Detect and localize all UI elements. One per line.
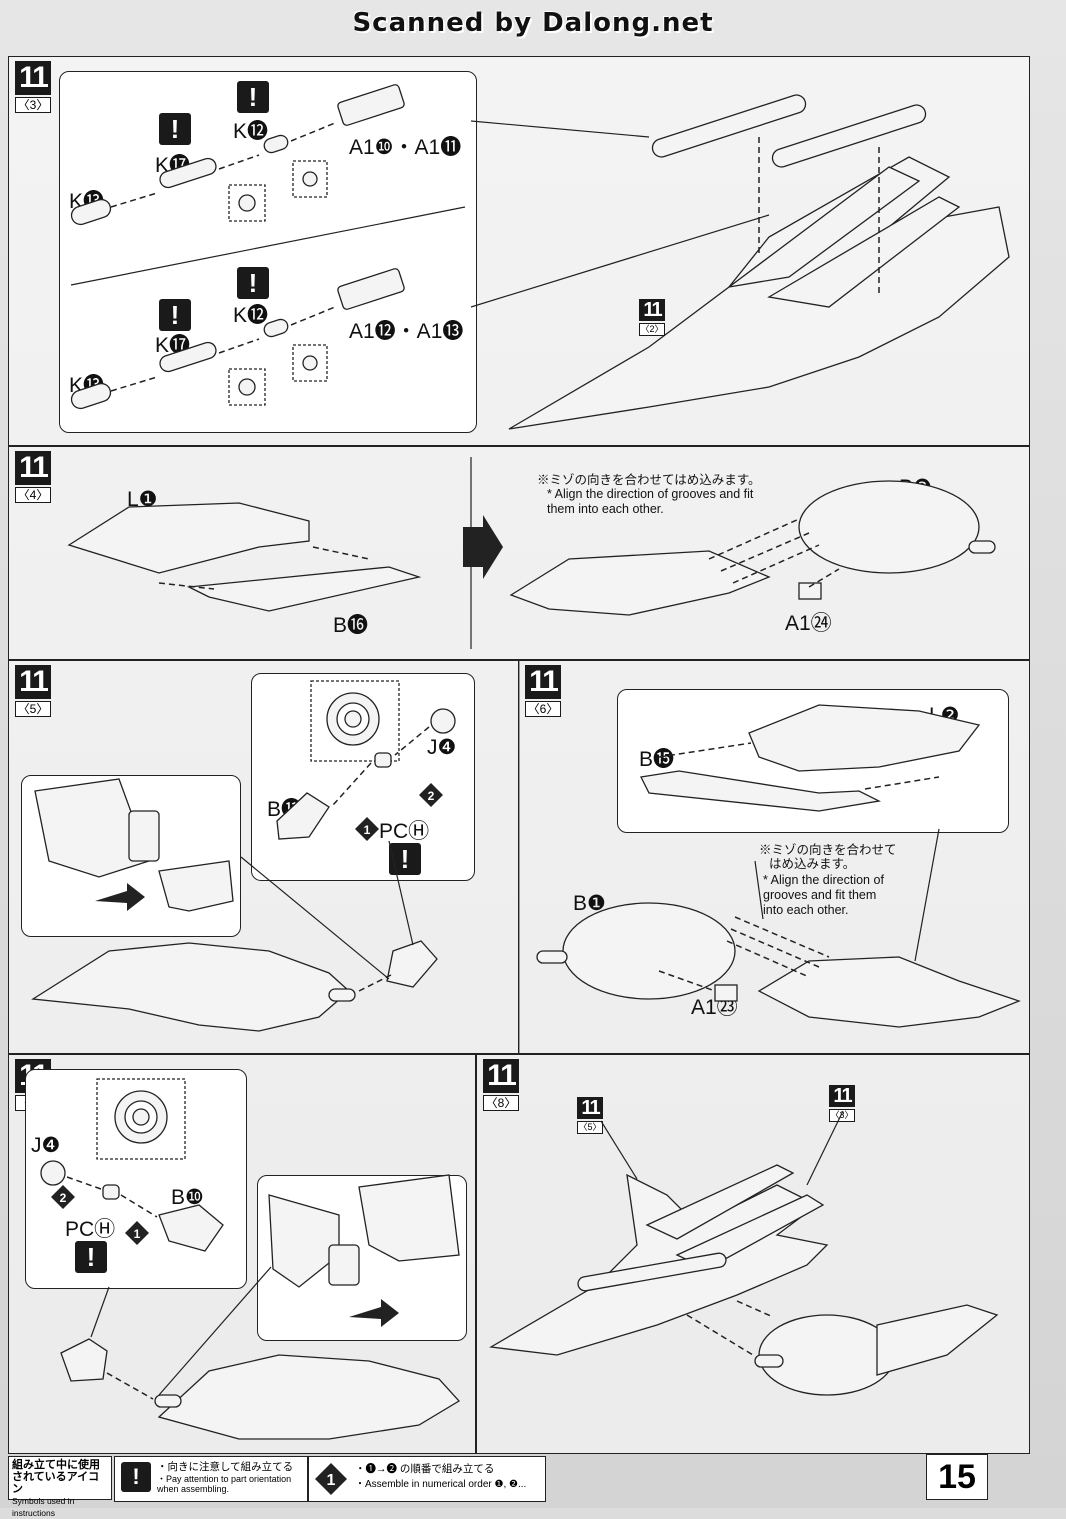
warning-icon: ! (389, 843, 421, 875)
legend-title-en: Symbols used in instructions (12, 1496, 75, 1518)
ref-step-substep: 〈2〉 (639, 323, 665, 336)
legend-order: 1 ・❶→❷ の順番で組み立てる ・Assemble in numerical … (308, 1456, 546, 1502)
order-icon-1: 1 (364, 823, 371, 837)
step-11-4-panel: 11 〈4〉 L❶ B⓰ B❷ A1㉔ ※ミゾの向きを合わせてはめ込みます。 *… (8, 446, 1030, 660)
part-label-a1-10-11: A1❿・A1⓫ (349, 136, 462, 159)
part-label-b10: B❿ (171, 1186, 204, 1209)
attention-jp: ・向きに注意して組み立てる (157, 1461, 294, 1473)
part-label-k12: K⓬ (233, 120, 269, 143)
step-11-3-panel: 11 〈3〉 K⓭ K⓱ K⓬ A1❿・A1⓫ ! ! K⓭ K⓱ K⓬ A1⓬… (8, 56, 1030, 446)
step-11-4-illustration (67, 457, 996, 649)
groove-note-en: * Align the direction of grooves and fit… (547, 487, 754, 516)
step-11-6-panel: 11 〈6〉 L❷ B⓯ B❶ A1㉓ ※ミゾの向きを合わせて はめ込みます。 … (518, 660, 1030, 1054)
step-badge: 11 〈8〉 (483, 1059, 519, 1111)
order-icon-2: 2 (428, 789, 435, 803)
step-number: 11 (15, 61, 51, 95)
warning-icon: ! (159, 113, 191, 145)
part-label-j4: J❹ (427, 736, 457, 759)
part-label-pch: PCⒽ (379, 820, 430, 843)
part-label-b1: B❶ (573, 892, 606, 915)
groove-note-jp: ※ミゾの向きを合わせてはめ込みます。 (537, 473, 761, 487)
ref-step-badge-3: 11 〈3〉 (829, 1085, 855, 1122)
step-11-8-illustration (489, 1110, 999, 1396)
ref-step-number: 11 (639, 299, 665, 321)
step-substep: 〈5〉 (15, 701, 51, 717)
part-label-k12: K⓬ (233, 304, 269, 327)
step-badge: 11 〈3〉 (15, 61, 51, 113)
part-label-a1-23: A1㉓ (691, 996, 738, 1019)
step-number: 11 (15, 451, 51, 485)
warning-icon: ! (237, 267, 269, 299)
order-icon-2: 2 (60, 1191, 67, 1205)
part-label-b16: B⓰ (333, 614, 369, 637)
groove-note-jp-1: ※ミゾの向きを合わせて (759, 843, 897, 857)
step-substep: 〈3〉 (15, 97, 51, 113)
sub-assembly-box (59, 71, 477, 433)
part-label-b15: B⓯ (639, 748, 675, 771)
part-label-pch: PCⒽ (65, 1218, 116, 1241)
part-label-a1-24: A1㉔ (785, 612, 832, 635)
ref-step-badge: 11 〈2〉 (639, 299, 665, 336)
order-icon-number: 1 (327, 1472, 336, 1489)
legend-title-jp-2: されているアイコン (12, 1471, 100, 1495)
ref-step-number: 11 (577, 1097, 603, 1119)
part-label-j4: J❹ (31, 1134, 61, 1157)
scan-credit: Scanned by Dalong.net (352, 8, 714, 38)
part-label-a1-12-13: A1⓬・A1⓭ (349, 320, 464, 343)
step-number: 11 (483, 1059, 519, 1093)
order-icon-1: 1 (134, 1227, 141, 1241)
ref-step-substep: 〈5〉 (577, 1121, 603, 1134)
step-badge: 11 〈4〉 (15, 451, 51, 503)
step-badge: 11 〈6〉 (525, 665, 561, 717)
warning-icon: ! (237, 81, 269, 113)
step-11-5-panel: 11 〈5〉 J❹ B⓫ PCⒽ ! (8, 660, 520, 1054)
step-11-5-illustration: 1 2 (31, 680, 456, 1032)
part-label-l1: L❶ (127, 488, 158, 511)
order-en: ・Assemble in numerical order ❶, ❷... (355, 1479, 527, 1490)
ref-step-number: 11 (829, 1085, 855, 1107)
warning-icon: ! (121, 1462, 151, 1492)
warning-icon: ! (75, 1241, 107, 1273)
step-11-6-illustration (536, 704, 1021, 1028)
legend-title: 組み立て中に使用 されているアイコン Symbols used in instr… (8, 1456, 112, 1518)
page-number: 15 (926, 1454, 988, 1500)
order-icon: 1 (315, 1463, 347, 1495)
ref-step-badge-5: 11 〈5〉 (577, 1097, 603, 1134)
step-number: 11 (525, 665, 561, 699)
step-11-7-panel: 11 〈7〉 J❹ B❿ PCⒽ ! (8, 1054, 476, 1454)
groove-note-jp-2: はめ込みます。 (769, 857, 856, 871)
groove-note-en: * Align the direction of grooves and fit… (763, 873, 884, 917)
order-jp: ・❶→❷ の順番で組み立てる (355, 1463, 495, 1475)
step-11-8-panel: 11 〈8〉 11 〈5〉 11 〈3〉 (476, 1054, 1030, 1454)
step-substep: 〈4〉 (15, 487, 51, 503)
step-11-7-illustration: 1 2 (40, 1078, 461, 1440)
step-substep: 〈6〉 (525, 701, 561, 717)
warning-icon: ! (159, 299, 191, 331)
step-substep: 〈8〉 (483, 1095, 519, 1111)
step-number: 11 (15, 665, 51, 699)
step-11-3-illustration (70, 84, 1010, 430)
legend-title-jp-1: 組み立て中に使用 (12, 1459, 100, 1471)
attention-en: ・Pay attention to part orientation when … (157, 1474, 292, 1494)
step-badge: 11 〈5〉 (15, 665, 51, 717)
ref-step-substep: 〈3〉 (829, 1109, 855, 1122)
legend-attention: ! ・向きに注意して組み立てる ・Pay attention to part o… (114, 1456, 308, 1502)
